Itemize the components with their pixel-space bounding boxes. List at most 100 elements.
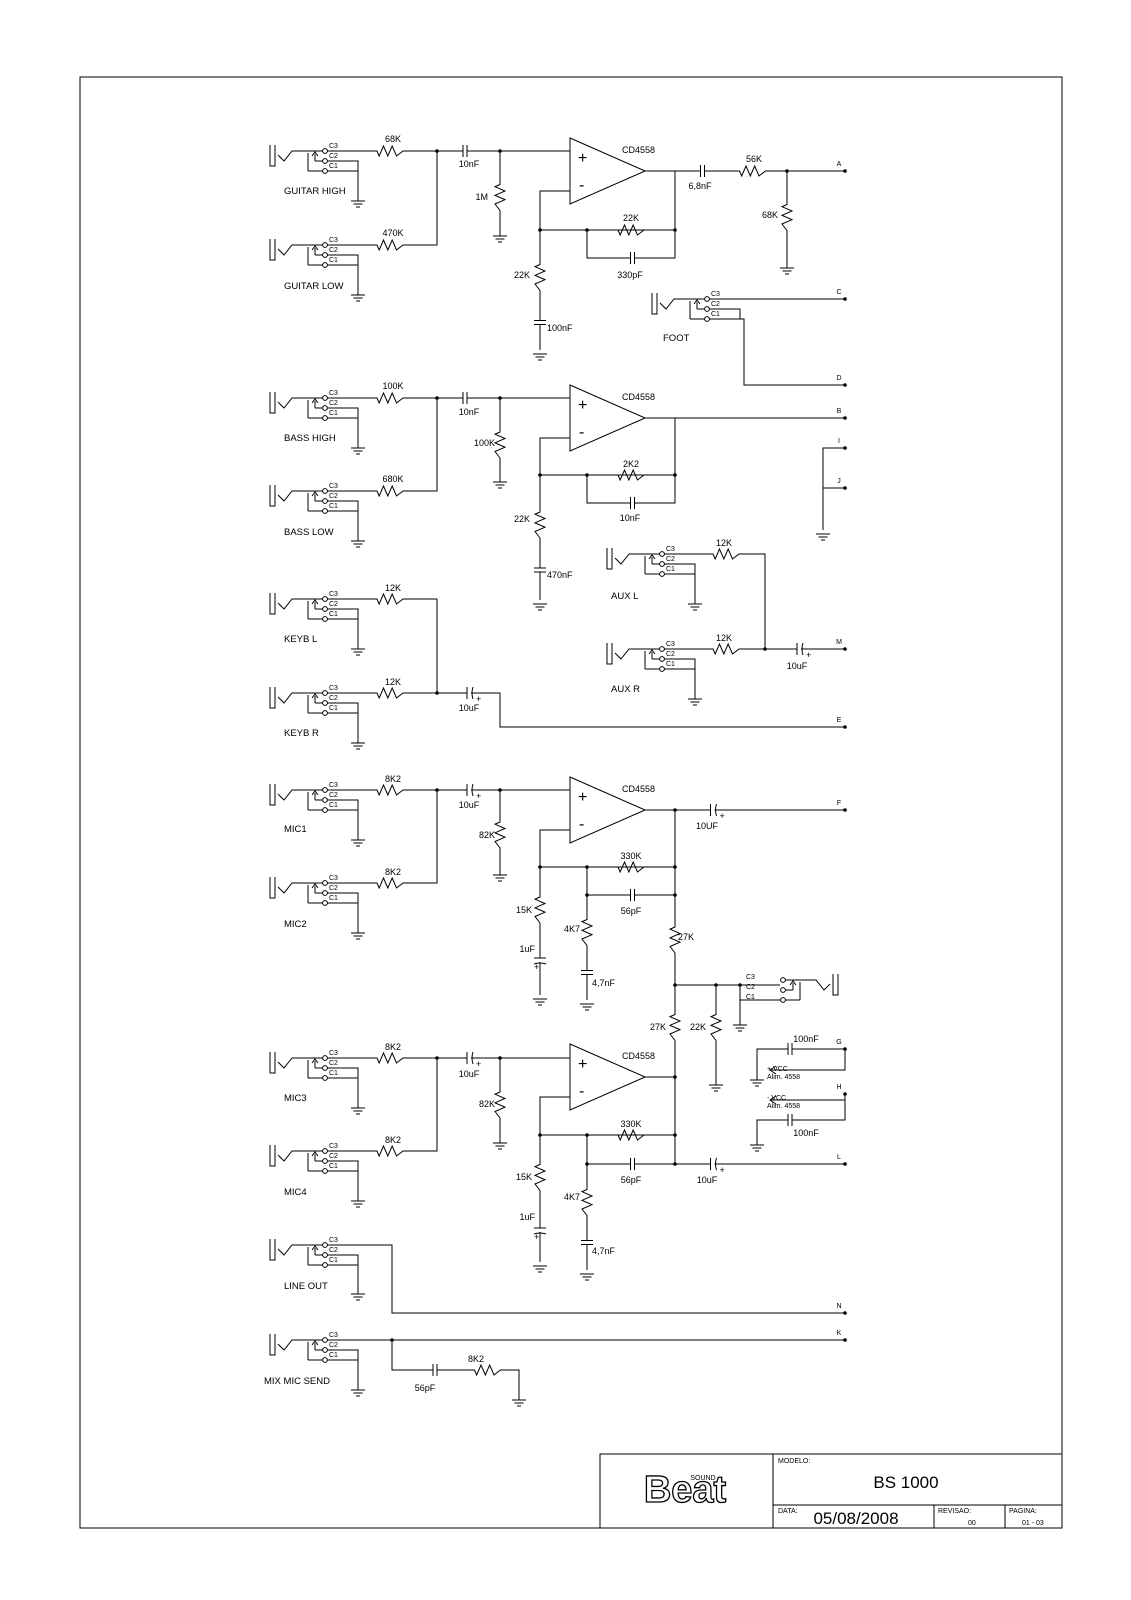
pagina-label: PAGINA: <box>1009 1508 1037 1515</box>
resistor-4k7-mic12 <box>580 910 594 955</box>
jack-guitar-low-pin <box>322 242 328 248</box>
resistor-82k-mic12-value: 82K <box>479 830 495 840</box>
wire <box>327 712 359 743</box>
jack-mic3-pin <box>322 1055 328 1061</box>
data-label: DATA: <box>778 1508 798 1515</box>
resistor-8k2-mic3 <box>360 1051 420 1065</box>
jack-aux-r-label: AUX R <box>611 684 640 695</box>
capacitor-4n7-mic34-value: 4,7nF <box>592 1246 616 1256</box>
resistor-8k2-mic1 <box>360 783 420 797</box>
resistor-22k-bass-gnd-value: 22K <box>514 514 530 524</box>
wire <box>478 692 845 728</box>
jack-keyb-r-sleeve <box>269 687 276 709</box>
resistor-68k <box>360 144 420 158</box>
node-label: D <box>836 375 841 382</box>
capacitor-10uf-aux-plate-curved <box>801 642 804 656</box>
jack-bass-high-pin-c1: C1 <box>329 410 338 417</box>
ground-symbol <box>533 998 547 1006</box>
jack-foot-switch <box>693 299 701 309</box>
ground-symbol <box>709 1084 723 1092</box>
ground-symbol <box>351 1107 365 1115</box>
jack-aux-l-switch <box>648 554 656 564</box>
node-label: H <box>836 1084 841 1091</box>
junction-dot <box>673 1162 677 1166</box>
node-label: A <box>837 161 842 168</box>
opamp-mic34 <box>569 1043 647 1111</box>
jack-mic3-switch <box>311 1058 319 1068</box>
jack-mic2-pin-c1: C1 <box>329 895 338 902</box>
polarity-mark: + <box>720 1165 725 1175</box>
jack-bass-low-tip <box>277 490 325 502</box>
capacitor-1uf-mic12-plate-curved <box>533 962 547 965</box>
jack-mic1-pin-c3: C3 <box>329 782 338 789</box>
capacitor-56pf-mic12-value: 56pF <box>621 906 642 916</box>
jack-foot-pin <box>704 306 710 312</box>
junction-dot <box>843 725 847 729</box>
jack-aux-l-label: AUX L <box>611 591 638 602</box>
resistor-8k2-mic2-value: 8K2 <box>385 867 401 877</box>
ground-symbol <box>580 1003 594 1011</box>
jack-guitar-low-switch <box>311 245 319 255</box>
jack-line-out-switch <box>311 1245 319 1255</box>
opamp-plus: + <box>578 397 587 414</box>
resistor-100k <box>360 391 420 405</box>
vcc-neg-sub: Alim. 4558 <box>767 1103 800 1110</box>
wire <box>327 1077 359 1108</box>
drawing-frame <box>79 76 1063 1529</box>
wire <box>586 1135 620 1165</box>
revisao-value: 00 <box>968 1520 976 1527</box>
jack-mic2-label: MIC2 <box>284 919 307 930</box>
resistor-2k2-value: 2K2 <box>623 459 639 469</box>
jack-mic3-pin-c3: C3 <box>329 1050 338 1057</box>
wire <box>515 1369 520 1400</box>
ground-symbol <box>493 481 507 489</box>
capacitor-330pf-value: 330pF <box>617 270 643 280</box>
wire <box>664 563 696 574</box>
capacitor-6n8-value: 6,8nF <box>688 181 712 191</box>
vcc-pos-label: + VCC <box>767 1066 788 1073</box>
jack-mic1-label: MIC1 <box>284 824 307 835</box>
resistor-27k-b-value: 27K <box>650 1022 666 1032</box>
title-block: SOUND Beat MODELO: BS 1000 DATA: 05/08/2… <box>599 1453 1063 1529</box>
node-label: B <box>837 408 842 415</box>
wire <box>327 1254 359 1265</box>
wire <box>327 1349 359 1360</box>
jack-line-out-pin <box>322 1252 328 1258</box>
jack-mix-pin-c1: C1 <box>746 994 755 1001</box>
wire <box>327 1160 359 1171</box>
jack-guitar-high-pin-c3: C3 <box>329 143 338 150</box>
capacitor-470nf-value: 470nF <box>547 570 573 580</box>
jack-guitar-high-pin <box>322 158 328 164</box>
resistor-22k-gnd-value: 22K <box>514 270 530 280</box>
opamp-plus: + <box>578 789 587 806</box>
jack-mic4-pin-c1: C1 <box>329 1163 338 1170</box>
capacitor-100nf-neg-value: 100nF <box>793 1128 819 1138</box>
wire <box>327 510 359 541</box>
resistor-8k2-mic4 <box>360 1144 420 1158</box>
resistor-15k-mic34 <box>533 1155 547 1200</box>
jack-keyb-r-pin-c3: C3 <box>329 685 338 692</box>
jack-mic4-sleeve <box>269 1145 276 1167</box>
wire <box>540 418 676 476</box>
jack-line-out-pin-c3: C3 <box>329 1237 338 1244</box>
jack-mic1-sleeve <box>269 784 276 806</box>
wire <box>327 809 359 840</box>
jack-guitar-low-pin-c2: C2 <box>329 247 338 254</box>
ground-symbol <box>733 1024 747 1032</box>
ground-symbol <box>816 533 830 541</box>
jack-mic1-switch <box>311 790 319 800</box>
wire <box>664 658 696 669</box>
wire <box>540 171 676 231</box>
ground-symbol <box>688 603 702 611</box>
jack-keyb-l-tip <box>277 598 325 610</box>
wire <box>822 447 845 489</box>
vcc-pos-arrow <box>769 1065 777 1075</box>
jack-guitar-high-label: GUITAR HIGH <box>284 186 346 197</box>
ground-symbol <box>512 1399 526 1407</box>
wire <box>540 810 676 868</box>
resistor-27k-b <box>668 1005 682 1050</box>
vcc-neg-arrow <box>769 1095 777 1105</box>
capacitor-1uf-mic34-value: 1uF <box>519 1212 535 1222</box>
jack-mix-pin-c3: C3 <box>746 974 755 981</box>
